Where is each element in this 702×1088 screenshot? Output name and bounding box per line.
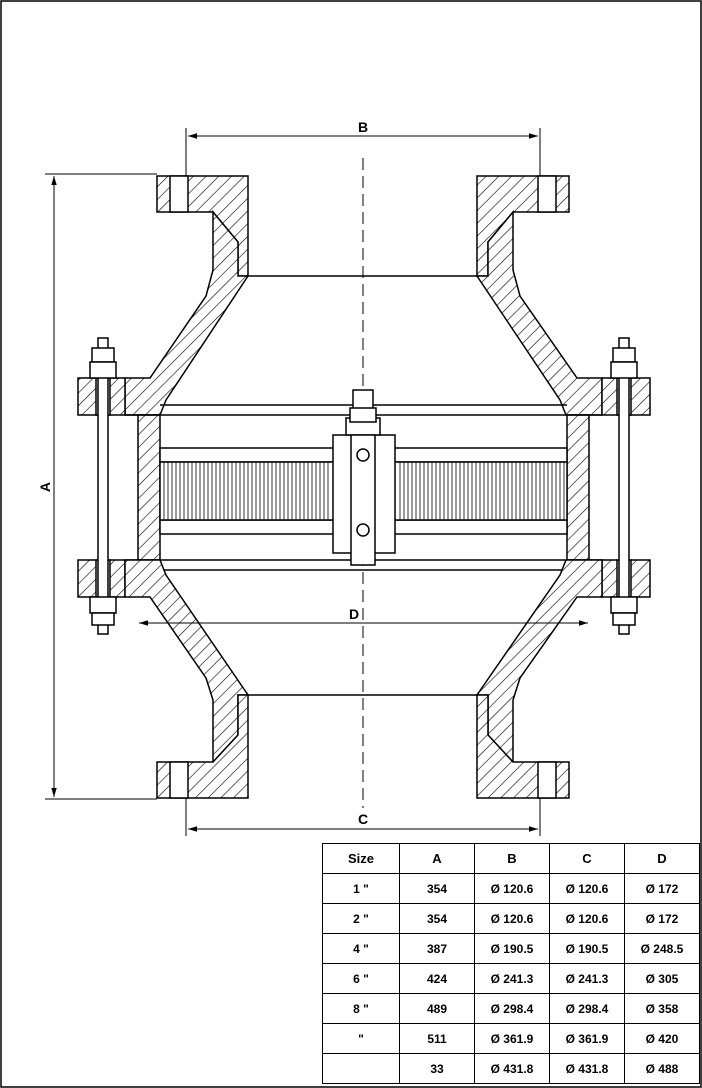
cell-size: 4 "	[322, 933, 400, 964]
cell-size	[322, 1053, 400, 1084]
cell-a: 489	[399, 993, 475, 1024]
table-row: 8 " 489 Ø 298.4 Ø 298.4 Ø 358	[322, 993, 700, 1024]
left-bolt	[89, 337, 117, 635]
dimension-b	[185, 128, 541, 176]
table-row: 4 " 387 Ø 190.5 Ø 190.5 Ø 248.5	[322, 933, 700, 964]
cell-b: Ø 190.5	[474, 933, 550, 964]
cell-d: Ø 305	[624, 963, 700, 994]
cell-d: Ø 172	[624, 903, 700, 934]
table-row: 6 " 424 Ø 241.3 Ø 241.3 Ø 305	[322, 963, 700, 994]
cell-b: Ø 361.9	[474, 1023, 550, 1054]
cell-d: Ø 420	[624, 1023, 700, 1054]
cell-a: 354	[399, 873, 475, 904]
header-b: B	[474, 843, 550, 874]
cell-size: 8 "	[322, 993, 400, 1024]
bottom-flange	[156, 694, 570, 799]
cell-c: Ø 190.5	[549, 933, 625, 964]
cell-c: Ø 120.6	[549, 903, 625, 934]
table-row: 33 Ø 431.8 Ø 431.8 Ø 488	[322, 1053, 700, 1084]
cell-c: Ø 241.3	[549, 963, 625, 994]
cell-size: 1 "	[322, 873, 400, 904]
cell-a: 33	[399, 1053, 475, 1084]
cell-b: Ø 120.6	[474, 903, 550, 934]
cell-a: 354	[399, 903, 475, 934]
dimension-c	[185, 798, 541, 836]
cell-a: 387	[399, 933, 475, 964]
center-hub	[332, 389, 396, 566]
table-row: 2 " 354 Ø 120.6 Ø 120.6 Ø 172	[322, 903, 700, 934]
dimension-a-label: A	[37, 482, 53, 492]
dimension-c-label: C	[358, 811, 368, 827]
cell-d: Ø 488	[624, 1053, 700, 1084]
cell-size: 2 "	[322, 903, 400, 934]
header-size: Size	[322, 843, 400, 874]
header-a: A	[399, 843, 475, 874]
cell-d: Ø 248.5	[624, 933, 700, 964]
table-row: 1 " 354 Ø 120.6 Ø 120.6 Ø 172	[322, 873, 700, 904]
right-bolt	[610, 337, 638, 635]
cell-c: Ø 120.6	[549, 873, 625, 904]
cell-a: 424	[399, 963, 475, 994]
dimension-b-label: B	[358, 119, 368, 135]
cell-b: Ø 298.4	[474, 993, 550, 1024]
cell-c: Ø 431.8	[549, 1053, 625, 1084]
cell-c: Ø 298.4	[549, 993, 625, 1024]
cell-b: Ø 120.6	[474, 873, 550, 904]
cell-b: Ø 241.3	[474, 963, 550, 994]
dimension-d-label: D	[349, 606, 359, 622]
table-row: " 511 Ø 361.9 Ø 361.9 Ø 420	[322, 1023, 700, 1054]
cell-a: 511	[399, 1023, 475, 1054]
header-d: D	[624, 843, 700, 874]
dimensions-table: Size A B C D 1 " 354 Ø 120.6 Ø 120.6 Ø 1…	[322, 843, 700, 1084]
cell-d: Ø 358	[624, 993, 700, 1024]
cell-size: "	[322, 1023, 400, 1054]
cell-b: Ø 431.8	[474, 1053, 550, 1084]
cell-c: Ø 361.9	[549, 1023, 625, 1054]
dimensions-table-header: Size A B C D	[322, 843, 700, 874]
header-c: C	[549, 843, 625, 874]
dimension-a	[45, 173, 157, 800]
cell-d: Ø 172	[624, 873, 700, 904]
cell-size: 6 "	[322, 963, 400, 994]
